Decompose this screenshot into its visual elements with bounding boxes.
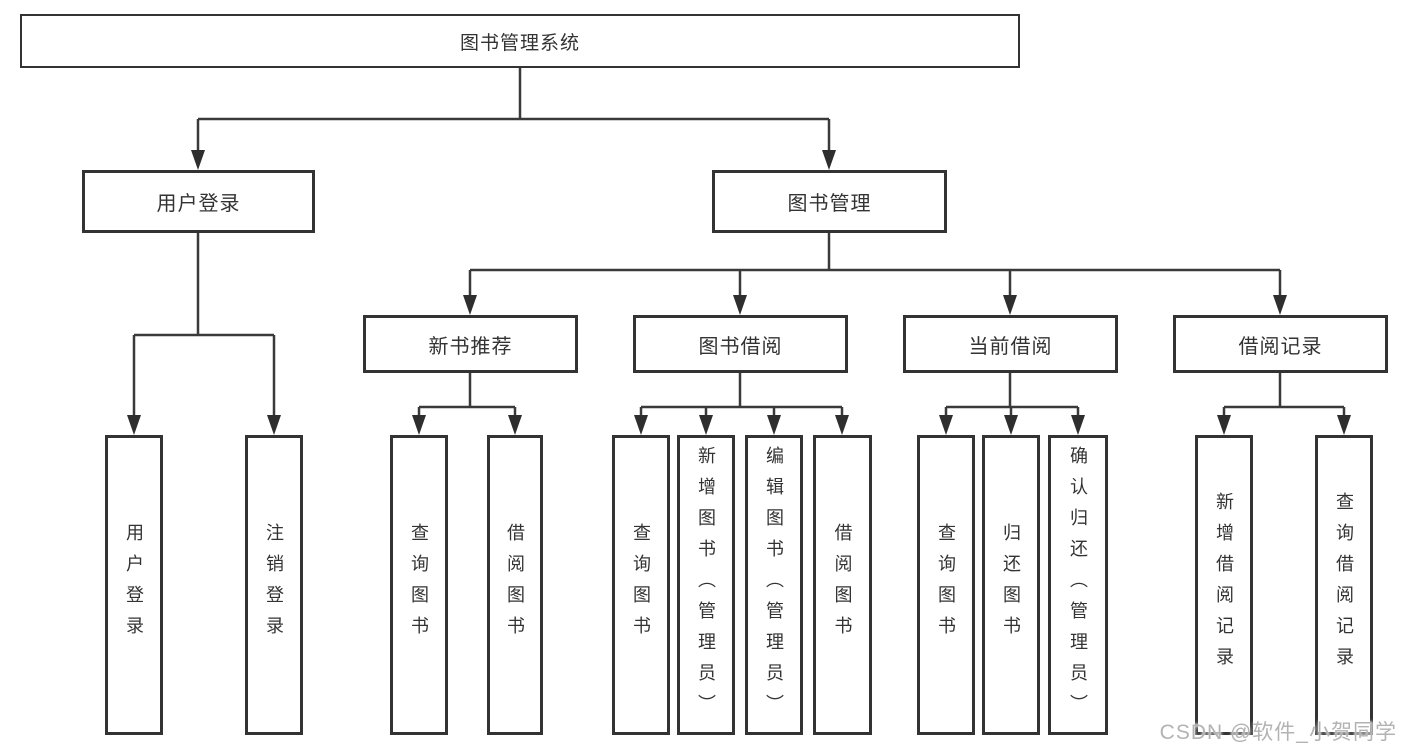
connector-current-borrowing-to-leaves [939, 373, 1085, 435]
leaf-borrow-add-books-admin: 新增图书（管理员） [677, 435, 735, 735]
arrowhead [1217, 415, 1231, 435]
arrowhead [1337, 415, 1351, 435]
leaf-logout: 注销登录 [245, 435, 303, 735]
arrowhead [1004, 415, 1018, 435]
arrowhead [1273, 295, 1287, 315]
connector-book-borrowing-to-leaves [634, 373, 849, 435]
node-label: 注销登录 [264, 523, 284, 647]
node-label: 新书推荐 [428, 335, 513, 358]
node-new-book-recommend: 新书推荐 [363, 315, 578, 373]
arrowhead [835, 415, 849, 435]
node-root: 图书管理系统 [20, 14, 1020, 68]
connector-borrowing-records-to-leaves [1217, 373, 1351, 435]
arrowhead [634, 415, 648, 435]
node-label: 查询图书 [631, 523, 651, 647]
node-label: 图书管理系统 [459, 32, 580, 54]
node-label: 借阅记录 [1238, 335, 1323, 358]
node-label: 图书借阅 [698, 335, 783, 358]
connector-user-login-to-leaves [127, 233, 281, 435]
arrowhead [127, 415, 141, 435]
node-label: 编辑图书（管理员） [764, 445, 784, 725]
node-label: 查询图书 [936, 523, 956, 647]
leaf-borrow-query-books: 查询图书 [612, 435, 670, 735]
node-borrowing-records: 借阅记录 [1173, 315, 1388, 373]
arrowhead [767, 415, 781, 435]
arrowhead [699, 415, 713, 435]
leaf-borrow-edit-books-admin: 编辑图书（管理员） [745, 435, 803, 735]
arrowhead [733, 295, 747, 315]
node-current-borrowing: 当前借阅 [903, 315, 1118, 373]
connector-root-to-level1 [191, 68, 836, 170]
arrowhead [1071, 415, 1085, 435]
leaf-borrow-borrow-books: 借阅图书 [813, 435, 872, 735]
connector-book-management-to-level2 [463, 233, 1287, 315]
node-label: 查询图书 [409, 523, 429, 647]
node-label: 新增借阅记录 [1214, 492, 1234, 678]
arrowhead [412, 415, 426, 435]
node-label: 借阅图书 [505, 523, 525, 647]
arrowhead [939, 415, 953, 435]
connector-new-book-recommend-to-leaves [412, 373, 522, 435]
node-label: 确认归还（管理员） [1068, 445, 1088, 725]
node-label: 当前借阅 [968, 335, 1053, 358]
csdn-watermark: CSDN @软件_小贺同学 [1159, 721, 1397, 744]
arrowhead [1003, 295, 1017, 315]
arrowhead [191, 150, 205, 170]
node-book-management: 图书管理 [712, 170, 947, 233]
node-label: 新增图书（管理员） [696, 445, 716, 725]
node-book-borrowing: 图书借阅 [633, 315, 848, 373]
arrowhead [463, 295, 477, 315]
leaf-current-return-books: 归还图书 [982, 435, 1040, 735]
leaf-records-add-record: 新增借阅记录 [1195, 435, 1253, 735]
node-label: 用户登录 [156, 193, 241, 215]
leaf-current-query-books: 查询图书 [917, 435, 975, 735]
node-user-login: 用户登录 [82, 170, 315, 233]
arrowhead [267, 415, 281, 435]
node-label: 图书管理 [787, 193, 872, 215]
leaf-newbook-borrow-books: 借阅图书 [487, 435, 543, 735]
leaf-records-query-record: 查询借阅记录 [1315, 435, 1373, 735]
leaf-user-login: 用户登录 [105, 435, 163, 735]
node-label: 用户登录 [124, 523, 144, 647]
arrowhead [508, 415, 522, 435]
arrowhead [822, 150, 836, 170]
node-label: 借阅图书 [832, 523, 853, 647]
leaf-current-confirm-return-admin: 确认归还（管理员） [1048, 435, 1108, 735]
leaf-newbook-query-books: 查询图书 [390, 435, 448, 735]
node-label: 归还图书 [1001, 523, 1021, 647]
node-label: 查询借阅记录 [1334, 492, 1354, 678]
